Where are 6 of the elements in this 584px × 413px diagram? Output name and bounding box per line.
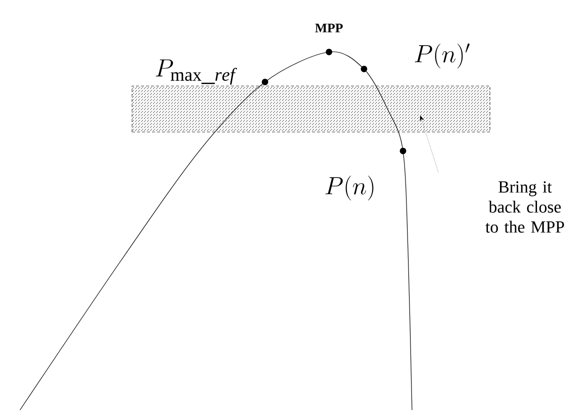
note-text: Bring it back close to the MPP bbox=[486, 181, 564, 233]
hatched-band bbox=[132, 86, 490, 132]
curve-label: MPP bbox=[315, 24, 343, 32]
point-label: $P(n)$ bbox=[326, 176, 374, 200]
leader-line bbox=[420, 116, 438, 172]
point-label: $P(n)'$ bbox=[414, 44, 470, 68]
